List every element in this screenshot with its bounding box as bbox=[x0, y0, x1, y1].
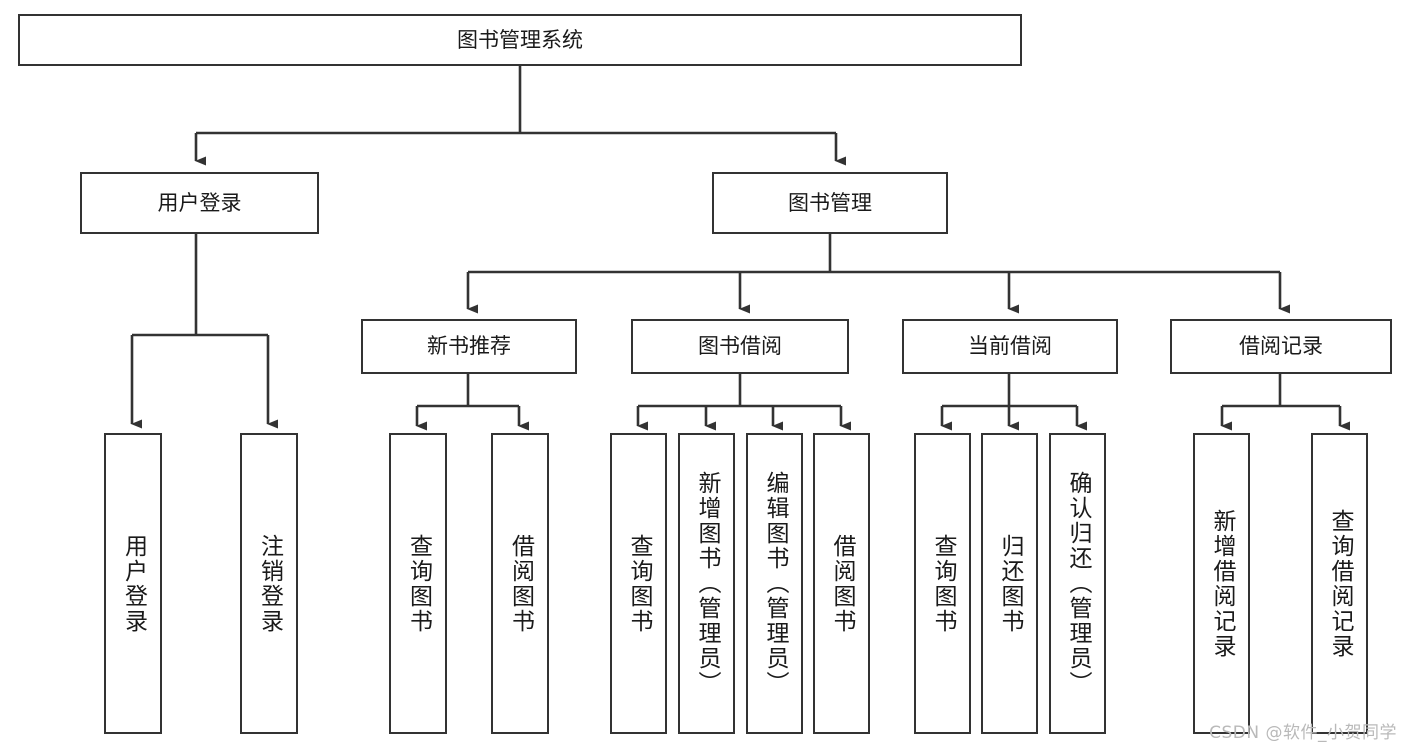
node-current-confirm-return[interactable]: 确认归还（管理员） bbox=[1049, 433, 1106, 734]
node-current-return-book[interactable]: 归还图书 bbox=[981, 433, 1038, 734]
node-borrow-borrow-book[interactable]: 借阅图书 bbox=[813, 433, 870, 734]
node-borrow-query-book-label: 查询图书 bbox=[626, 533, 652, 634]
node-record-query[interactable]: 查询借阅记录 bbox=[1311, 433, 1368, 734]
node-book-borrow-label: 图书借阅 bbox=[698, 334, 782, 359]
node-root-label: 图书管理系统 bbox=[457, 27, 583, 52]
node-root[interactable]: 图书管理系统 bbox=[18, 14, 1022, 66]
node-current-return-book-label: 归还图书 bbox=[997, 533, 1023, 634]
node-borrow-edit-book-label: 编辑图书（管理员） bbox=[762, 471, 788, 696]
node-record-add[interactable]: 新增借阅记录 bbox=[1193, 433, 1250, 734]
node-book-manage[interactable]: 图书管理 bbox=[712, 172, 948, 234]
node-new-book-rec[interactable]: 新书推荐 bbox=[361, 319, 577, 374]
node-user-login[interactable]: 用户登录 bbox=[80, 172, 319, 234]
node-book-manage-label: 图书管理 bbox=[788, 190, 872, 215]
node-borrow-query-book[interactable]: 查询图书 bbox=[610, 433, 667, 734]
node-borrow-record-label: 借阅记录 bbox=[1239, 334, 1323, 359]
node-rec-borrow-book-label: 借阅图书 bbox=[507, 533, 534, 634]
node-current-borrow[interactable]: 当前借阅 bbox=[902, 319, 1118, 374]
node-borrow-record[interactable]: 借阅记录 bbox=[1170, 319, 1392, 374]
node-login-logout[interactable]: 注销登录 bbox=[240, 433, 298, 734]
node-user-login-label: 用户登录 bbox=[157, 190, 242, 215]
node-record-query-label: 查询借阅记录 bbox=[1327, 508, 1353, 659]
node-new-book-rec-label: 新书推荐 bbox=[427, 334, 511, 359]
node-current-query-book-label: 查询图书 bbox=[930, 533, 956, 634]
node-rec-query-book[interactable]: 查询图书 bbox=[389, 433, 447, 734]
node-current-borrow-label: 当前借阅 bbox=[968, 334, 1052, 359]
node-login-user-login-label: 用户登录 bbox=[120, 533, 147, 634]
node-rec-borrow-book[interactable]: 借阅图书 bbox=[491, 433, 549, 734]
node-borrow-add-book-label: 新增图书（管理员） bbox=[694, 471, 720, 696]
node-login-user-login[interactable]: 用户登录 bbox=[104, 433, 162, 734]
node-borrow-add-book[interactable]: 新增图书（管理员） bbox=[678, 433, 735, 734]
node-current-query-book[interactable]: 查询图书 bbox=[914, 433, 971, 734]
csdn-watermark: CSDN @软件_小贺同学 bbox=[1209, 723, 1397, 743]
node-current-confirm-return-label: 确认归还（管理员） bbox=[1065, 471, 1091, 696]
node-login-logout-label: 注销登录 bbox=[256, 533, 283, 634]
node-book-borrow[interactable]: 图书借阅 bbox=[631, 319, 849, 374]
node-record-add-label: 新增借阅记录 bbox=[1209, 508, 1235, 659]
node-rec-query-book-label: 查询图书 bbox=[405, 533, 432, 634]
node-borrow-edit-book[interactable]: 编辑图书（管理员） bbox=[746, 433, 803, 734]
node-borrow-borrow-book-label: 借阅图书 bbox=[829, 533, 855, 634]
